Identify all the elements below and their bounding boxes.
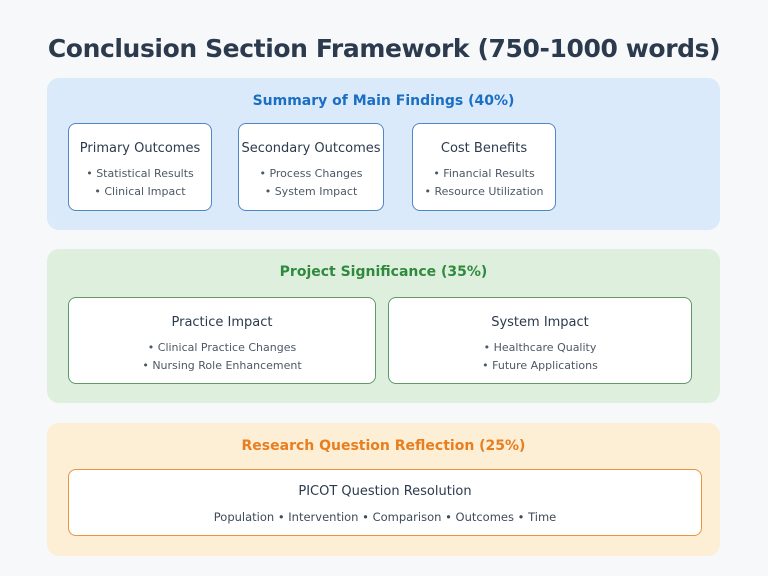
card-picot-question-resolution: PICOT Question Resolution Population • I… <box>68 469 702 536</box>
card-title: Cost Benefits <box>440 141 528 156</box>
bullet-item: • Healthcare Quality <box>483 341 597 354</box>
card-title: Primary Outcomes <box>79 141 201 156</box>
section-research-question-reflection: Research Question Reflection (25%) PICOT… <box>47 423 720 556</box>
picot-components-text: Population • Intervention • Comparison •… <box>213 510 557 524</box>
card-cost-benefits: Cost Benefits • Financial Results • Reso… <box>412 123 556 211</box>
bullet-item: • Resource Utilization <box>424 185 544 198</box>
card-primary-outcomes: Primary Outcomes • Statistical Results •… <box>68 123 212 211</box>
card-title: System Impact <box>491 315 589 330</box>
bullet-item: • Clinical Practice Changes <box>147 341 297 354</box>
bullet-item: • Clinical Impact <box>94 185 186 198</box>
section-significance-header: Project Significance (35%) <box>279 264 488 280</box>
section-reflection-header: Research Question Reflection (25%) <box>241 438 526 454</box>
bullet-item: • Nursing Role Enhancement <box>142 359 302 372</box>
card-title: Secondary Outcomes <box>241 141 381 156</box>
section-summary-of-main-findings: Summary of Main Findings (40%) Primary O… <box>47 78 720 230</box>
bullet-item: • System Impact <box>264 185 358 198</box>
bullet-item: • Future Applications <box>482 359 598 372</box>
card-title: Practice Impact <box>171 315 273 330</box>
bullet-item: • Statistical Results <box>86 167 194 180</box>
bullet-item: • Financial Results <box>433 167 535 180</box>
card-secondary-outcomes: Secondary Outcomes • Process Changes • S… <box>238 123 384 211</box>
bullet-item: • Process Changes <box>259 167 363 180</box>
card-title: PICOT Question Resolution <box>298 484 472 499</box>
card-practice-impact: Practice Impact • Clinical Practice Chan… <box>68 297 376 384</box>
card-system-impact: System Impact • Healthcare Quality • Fut… <box>388 297 692 384</box>
section-summary-header: Summary of Main Findings (40%) <box>252 93 515 109</box>
section-project-significance: Project Significance (35%) Practice Impa… <box>47 249 720 403</box>
page-title: Conclusion Section Framework (750-1000 w… <box>47 33 721 63</box>
